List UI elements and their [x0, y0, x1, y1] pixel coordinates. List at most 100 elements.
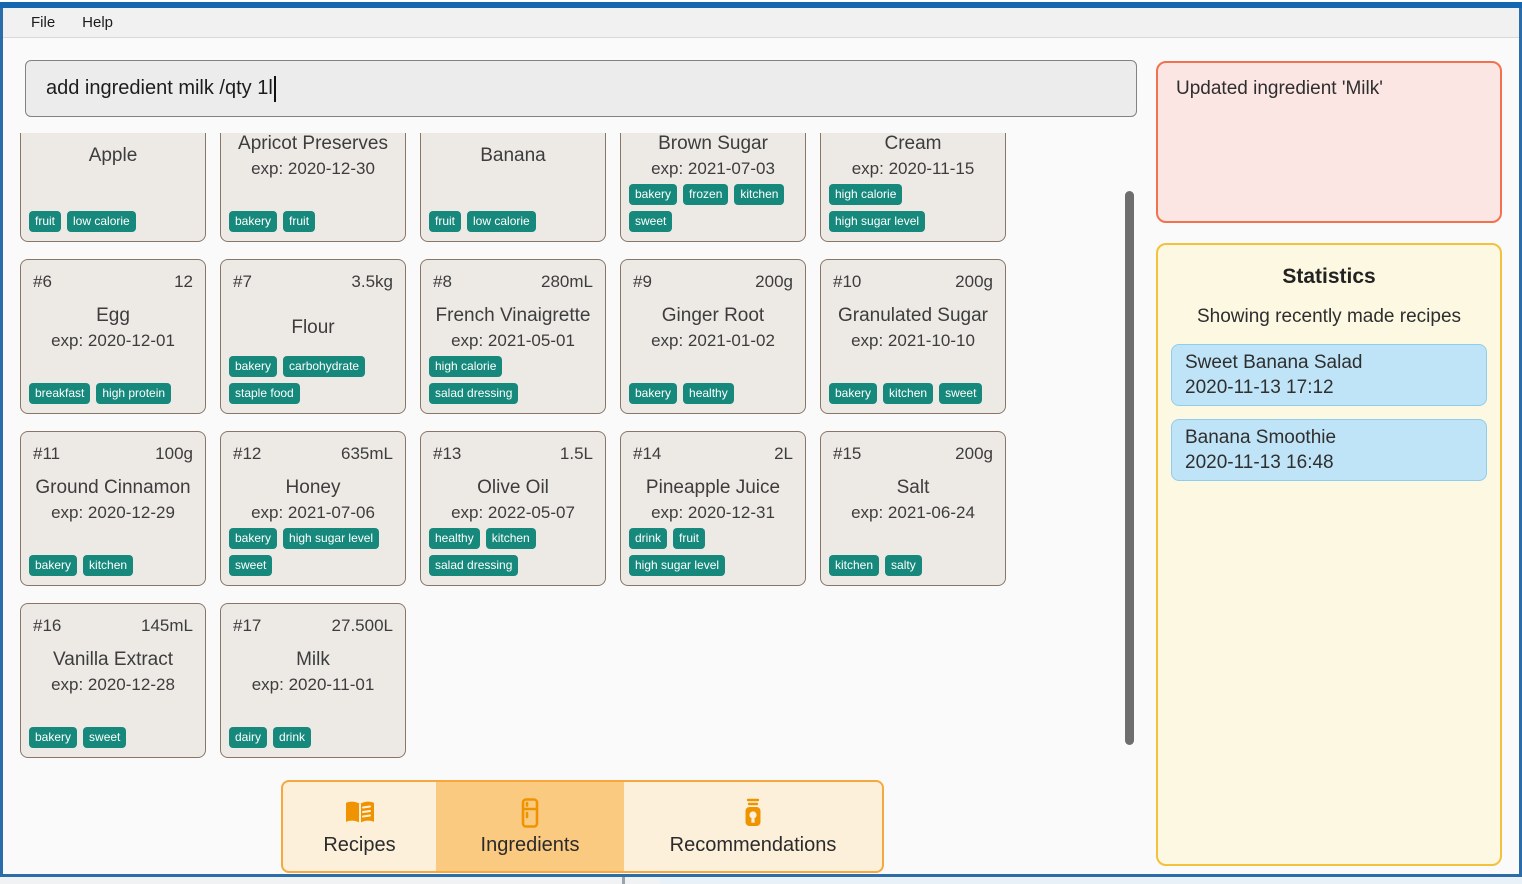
ingredient-name: Banana — [480, 145, 546, 166]
ingredient-id: #11 — [33, 444, 61, 463]
ingredient-tag: high sugar level — [829, 211, 926, 232]
ingredient-card[interactable]: #17 27.500L Milk exp: 2020-11-01 dairy d… — [220, 603, 406, 758]
ingredient-tag: low calorie — [67, 211, 136, 232]
ingredient-id: #13 — [433, 444, 462, 463]
ingredient-tag: kitchen — [734, 184, 785, 205]
vertical-scrollbar-thumb[interactable] — [1125, 191, 1134, 745]
ingredient-id: #15 — [833, 444, 862, 463]
ingredient-tag: fruit — [673, 528, 706, 549]
ingredient-id: #6 — [33, 272, 52, 291]
menu-help[interactable]: Help — [82, 14, 114, 31]
ingredient-card[interactable]: #7 3.5kg Flour bakery carbohydrate — [220, 259, 406, 414]
ingredient-card-header: #14 2L — [631, 442, 795, 468]
tab-ingredients-label: Ingredients — [480, 833, 580, 856]
ingredient-tag: fruit — [283, 211, 316, 232]
app-window: File Help add ingredient milk /qty 1l Ap… — [0, 8, 1522, 877]
ingredient-card-body: Ginger Root exp: 2021-01-02 — [631, 296, 795, 360]
ingredient-card-body: Granulated Sugar exp: 2021-10-10 — [831, 296, 995, 360]
ingredient-card[interactable]: Banana fruit low calorie — [420, 133, 606, 242]
ingredient-card-body: Olive Oil exp: 2022-05-07 — [431, 468, 595, 532]
ingredient-name: Vanilla Extract — [52, 649, 174, 670]
ingredient-name: Honey — [285, 477, 341, 498]
tab-recommendations[interactable]: Recommendations — [624, 782, 882, 871]
command-input[interactable]: add ingredient milk /qty 1l — [25, 60, 1137, 117]
ingredient-quantity: 3.5kg — [351, 272, 393, 291]
ingredient-card[interactable]: Apricot Preserves exp: 2020-12-30 bakery… — [220, 133, 406, 242]
ingredient-card-header: #6 12 — [31, 270, 195, 296]
ingredient-expiry: exp: 2021-10-10 — [851, 331, 975, 350]
ingredient-tags: bakery frozen kitchen sweet — [629, 184, 797, 232]
ingredient-card-header: #15 200g — [831, 442, 995, 468]
menu-bar: File Help — [3, 8, 1519, 38]
command-input-value: add ingredient milk /qty 1l — [46, 77, 273, 99]
ingredient-card[interactable]: #13 1.5L Olive Oil exp: 2022-05-07 healt… — [420, 431, 606, 586]
ingredient-tag: kitchen — [829, 555, 880, 576]
ingredient-card[interactable]: #6 12 Egg exp: 2020-12-01 breakfast high… — [20, 259, 206, 414]
ingredient-grid-inner: Apple fruit low calorie — [20, 133, 1012, 758]
ingredient-id: #7 — [233, 272, 252, 291]
ingredient-tag: healthy — [683, 383, 734, 404]
ingredient-tag: carbohydrate — [283, 356, 366, 377]
ingredient-card[interactable]: #9 200g Ginger Root exp: 2021-01-02 bake… — [620, 259, 806, 414]
background-window-divider — [622, 877, 625, 884]
ingredient-grid: Apple fruit low calorie — [20, 133, 1012, 758]
ingredient-name: Cream — [884, 133, 942, 154]
ingredient-card-header: #7 3.5kg — [231, 270, 395, 296]
ingredient-quantity: 12 — [174, 272, 193, 291]
ingredient-card[interactable]: Cream exp: 2020-11-15 high calorie high … — [820, 133, 1006, 242]
ingredient-id: #10 — [833, 272, 862, 291]
ingredient-card-body: Apple — [31, 133, 195, 188]
ingredient-expiry: exp: 2020-12-29 — [51, 503, 175, 522]
ingredient-id: #14 — [633, 444, 662, 463]
ingredient-card-header: #17 27.500L — [231, 614, 395, 640]
ingredient-card[interactable]: #11 100g Ground Cinnamon exp: 2020-12-29… — [20, 431, 206, 586]
ingredient-card-body: Honey exp: 2021-07-06 — [231, 468, 395, 532]
tab-ingredients[interactable]: Ingredients — [436, 782, 624, 871]
ingredient-card[interactable]: #10 200g Granulated Sugar exp: 2021-10-1… — [820, 259, 1006, 414]
ingredient-tag: high calorie — [429, 356, 503, 377]
ingredient-card[interactable]: #14 2L Pineapple Juice exp: 2020-12-31 d… — [620, 431, 806, 586]
ingredient-name: French Vinaigrette — [435, 305, 591, 326]
ingredient-card[interactable]: #16 145mL Vanilla Extract exp: 2020-12-2… — [20, 603, 206, 758]
ingredient-expiry: exp: 2020-12-30 — [251, 159, 375, 178]
ingredient-tags: bakery carbohydrate staple food — [229, 356, 397, 404]
ingredient-tag: bakery — [629, 383, 678, 404]
ingredient-quantity: 200g — [955, 272, 993, 291]
ingredient-tag: bakery — [229, 356, 278, 377]
ingredient-card[interactable]: #12 635mL Honey exp: 2021-07-06 bakery h… — [220, 431, 406, 586]
recipe-timestamp: 2020-11-13 16:48 — [1185, 452, 1334, 473]
ingredient-tag: kitchen — [485, 528, 536, 549]
ingredient-tag: kitchen — [883, 383, 934, 404]
statistics-panel: Statistics Showing recently made recipes… — [1156, 243, 1502, 866]
ingredient-tags: high calorie high sugar level — [829, 184, 997, 232]
ingredient-card-body: Apricot Preserves exp: 2020-12-30 — [231, 133, 395, 188]
ingredient-tag: high calorie — [829, 184, 903, 205]
ingredient-card[interactable]: #15 200g Salt exp: 2021-06-24 kitchen sa… — [820, 431, 1006, 586]
ingredient-quantity: 200g — [955, 444, 993, 463]
ingredient-tag: breakfast — [29, 383, 91, 404]
recipe-name: Banana Smoothie — [1185, 427, 1337, 448]
ingredient-card-header: #8 280mL — [431, 270, 595, 296]
tab-recipes[interactable]: Recipes — [283, 782, 436, 871]
ingredient-card-body: Milk exp: 2020-11-01 — [231, 640, 395, 704]
ingredient-expiry: exp: 2021-07-06 — [251, 503, 375, 522]
ingredient-tag: staple food — [229, 383, 300, 404]
ingredient-tag: fruit — [429, 211, 462, 232]
ingredient-tag: bakery — [829, 383, 878, 404]
ingredient-quantity: 100g — [155, 444, 193, 463]
menu-file[interactable]: File — [31, 14, 56, 31]
recipe-timestamp: 2020-11-13 17:12 — [1185, 377, 1334, 398]
ingredient-card[interactable]: Apple fruit low calorie — [20, 133, 206, 242]
ingredient-tags: dairy drink — [229, 727, 397, 748]
recent-recipes-list: Sweet Banana Salad 2020-11-13 17:12 Bana… — [1171, 344, 1487, 481]
ingredient-tag: bakery — [29, 555, 78, 576]
ingredient-tags: bakery healthy — [629, 383, 797, 404]
ingredient-quantity: 200g — [755, 272, 793, 291]
notification-text: Updated ingredient 'Milk' — [1176, 78, 1383, 99]
ingredient-card[interactable]: Brown Sugar exp: 2021-07-03 bakery froze… — [620, 133, 806, 242]
ingredient-quantity: 27.500L — [331, 616, 393, 635]
ingredient-expiry: exp: 2020-12-01 — [51, 331, 175, 350]
fridge-icon — [514, 797, 546, 829]
ingredient-card[interactable]: #8 280mL French Vinaigrette exp: 2021-05… — [420, 259, 606, 414]
ingredient-card-body: Flour — [231, 296, 395, 360]
